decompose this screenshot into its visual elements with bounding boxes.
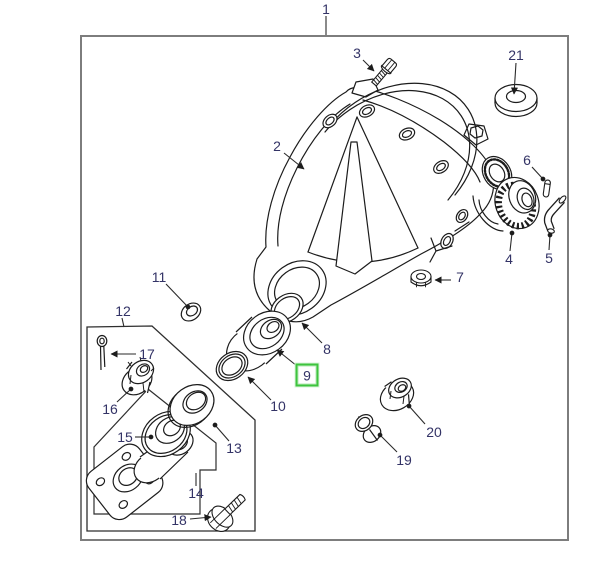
plug-19-drawing: [352, 411, 384, 446]
housing-drawing: [254, 79, 518, 326]
callout-1[interactable]: 1: [322, 1, 330, 17]
bolt-18-drawing: [203, 487, 252, 536]
bracket-outline-14: [94, 389, 216, 514]
castle-nut-16-drawing: [117, 356, 158, 401]
callout-16[interactable]: 16: [102, 401, 118, 417]
callout-3[interactable]: 3: [353, 45, 361, 61]
callout-10[interactable]: 10: [270, 398, 286, 414]
diagram-frame: [81, 36, 568, 540]
callout-8[interactable]: 8: [323, 341, 331, 357]
callout-20[interactable]: 20: [426, 424, 442, 440]
nut-7-drawing: [411, 270, 431, 287]
callout-15[interactable]: 15: [117, 429, 133, 445]
pin-6-drawing: [543, 180, 551, 198]
nut-20-drawing: [375, 374, 419, 416]
callout-4[interactable]: 4: [505, 251, 513, 267]
callout-18[interactable]: 18: [171, 512, 187, 528]
leader-lines: [110, 16, 553, 522]
callout-13[interactable]: 13: [226, 440, 242, 456]
bolt-3-drawing: [369, 57, 397, 88]
callout-6[interactable]: 6: [523, 152, 531, 168]
callout-19[interactable]: 19: [396, 452, 412, 468]
washer-21-drawing: [495, 85, 537, 117]
elbow-5-drawing: [547, 195, 567, 234]
ring-11-drawing: [178, 299, 204, 324]
bearing-4-drawing: [488, 171, 546, 235]
callout-17[interactable]: 17: [139, 346, 155, 362]
callout-9-highlighted[interactable]: 9: [295, 363, 319, 387]
callout-5[interactable]: 5: [545, 250, 553, 266]
washer-13-drawing: [160, 376, 222, 436]
callout-7[interactable]: 7: [456, 269, 464, 285]
seal-10-drawing: [211, 345, 254, 386]
callout-2[interactable]: 2: [273, 138, 281, 154]
callout-12[interactable]: 12: [115, 303, 131, 319]
callout-14[interactable]: 14: [188, 485, 204, 501]
callout-11[interactable]: 11: [151, 269, 167, 285]
callout-21[interactable]: 21: [508, 47, 524, 63]
split-pin-17-drawing: [97, 336, 107, 371]
subassembly-box-12: [87, 326, 255, 531]
